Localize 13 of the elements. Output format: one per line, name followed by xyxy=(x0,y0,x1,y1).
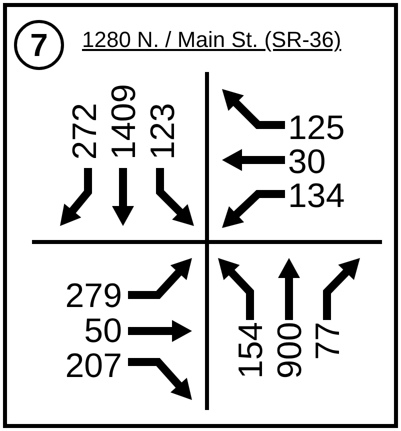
volume-label: 207 xyxy=(65,349,122,383)
volume-label: 279 xyxy=(65,279,122,313)
volume-label: 125 xyxy=(288,111,345,145)
volume-label: 123 xyxy=(146,103,180,160)
volume-label: 77 xyxy=(311,322,345,360)
volume-label: 272 xyxy=(68,103,102,160)
volume-label: 900 xyxy=(273,322,307,379)
volume-label: 154 xyxy=(234,322,268,379)
title: 1280 N. / Main St. (SR-36) xyxy=(82,29,342,51)
volume-label: 30 xyxy=(288,145,326,179)
volume-label: 50 xyxy=(84,314,122,348)
volume-label: 1409 xyxy=(107,84,141,160)
volume-label: 134 xyxy=(288,179,345,213)
